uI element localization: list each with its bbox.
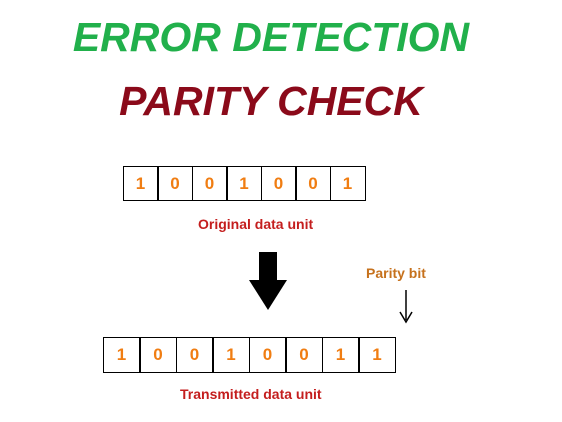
original-bit-6: 0	[295, 166, 331, 201]
transform-arrow-icon	[249, 252, 287, 310]
transmitted-bit-4: 1	[212, 337, 250, 373]
transmitted-bit-5: 0	[248, 337, 287, 373]
original-bit-2: 0	[157, 166, 193, 201]
transmitted-bit-6: 0	[285, 337, 323, 373]
transmitted-bit-1: 1	[102, 337, 141, 373]
original-bit-3: 0	[191, 166, 228, 201]
subtitle: PARITY CHECK	[119, 78, 423, 124]
original-bit-4: 1	[226, 166, 262, 201]
original-bit-7: 1	[329, 166, 366, 201]
parity-pointer-arrow-icon	[399, 290, 413, 324]
transmitted-bit-2: 0	[139, 337, 177, 373]
original-data-label: Original data unit	[198, 216, 314, 232]
original-bit-1: 1	[122, 166, 159, 201]
main-title: ERROR DETECTION	[72, 14, 470, 60]
transmitted-data-label: Transmitted data unit	[180, 386, 322, 402]
transmitted-bit-3: 0	[175, 337, 214, 373]
original-bit-5: 0	[260, 166, 297, 201]
parity-bit-label: Parity bit	[366, 265, 426, 281]
transmitted-bit-7: 1	[321, 337, 360, 373]
transmitted-bit-8: 1	[358, 337, 396, 373]
